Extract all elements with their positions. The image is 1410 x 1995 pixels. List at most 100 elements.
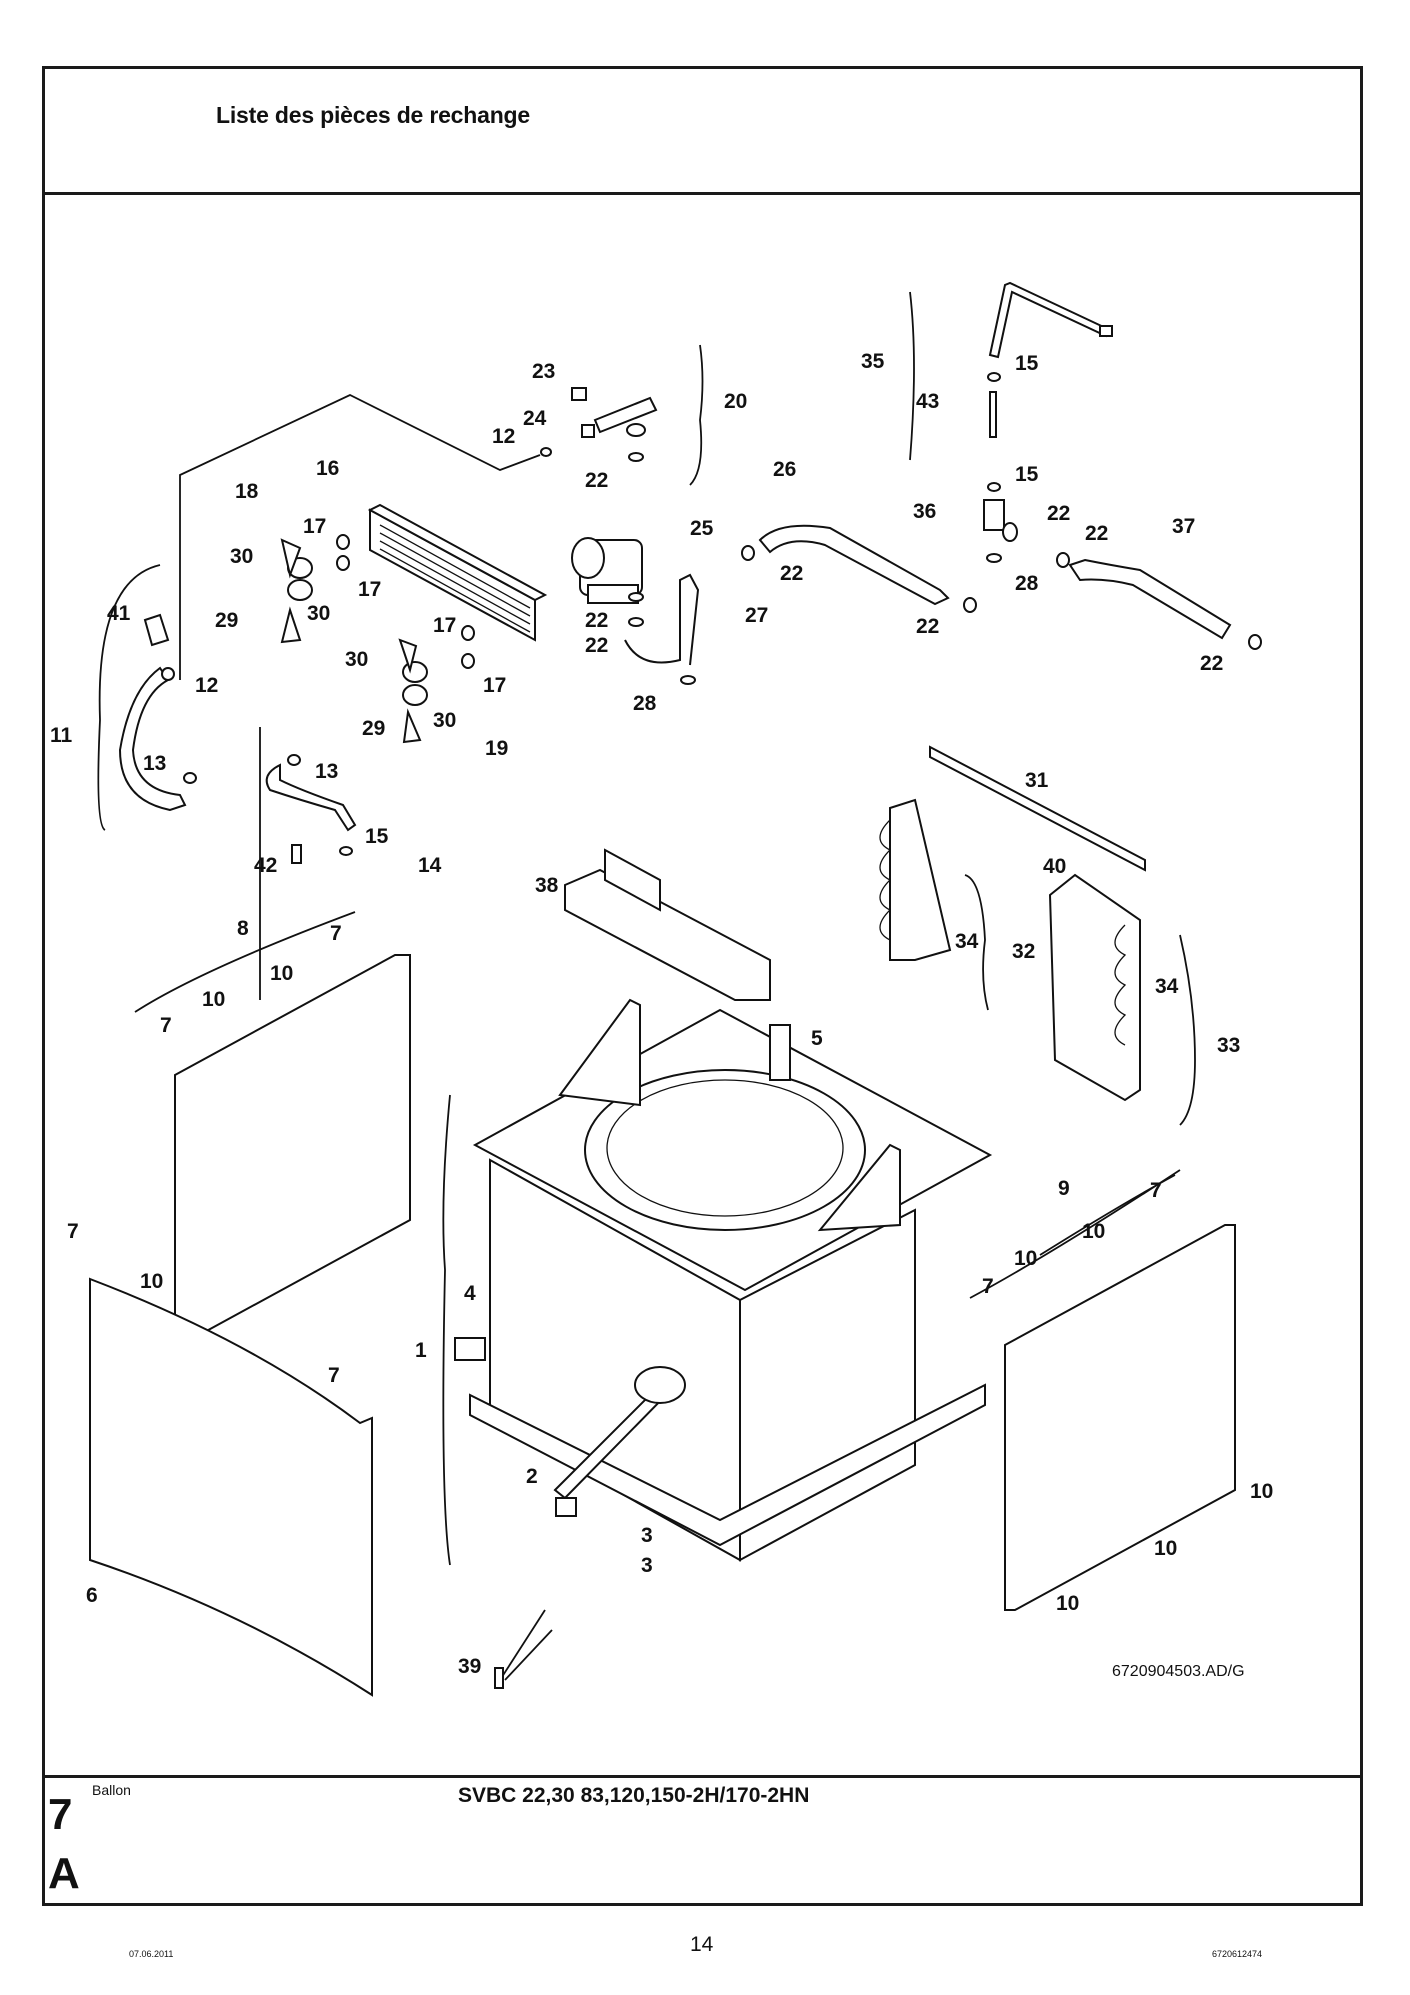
callout-label: 33 (1217, 1034, 1240, 1057)
callout-label: 7 (330, 922, 342, 945)
header-divider (42, 192, 1363, 195)
callout-label: 19 (485, 737, 508, 760)
callout-label: 3 (641, 1554, 653, 1577)
callout-label: 36 (913, 500, 936, 523)
callout-label: 15 (1015, 352, 1039, 375)
callout-label: 10 (1250, 1480, 1273, 1503)
callout-label: 14 (418, 854, 442, 877)
callout-label: 7 (328, 1364, 340, 1387)
callout-label: 22 (585, 634, 608, 657)
callout-label: 20 (724, 390, 747, 413)
section-number: 7 (48, 1790, 73, 1839)
callout-label: 22 (585, 609, 608, 632)
callout-label: 18 (235, 480, 259, 503)
callout-label: 8 (237, 917, 249, 940)
side-panel-8 (174, 954, 411, 1341)
callout-label: 22 (585, 469, 608, 492)
callout-label: 17 (433, 614, 456, 637)
sensor-39 (494, 1609, 553, 1689)
callout-label: 43 (916, 390, 939, 413)
model-designation: SVBC 22,30 83,120,150-2H/170-2HN (458, 1784, 810, 1807)
callout-label: 7 (982, 1275, 994, 1298)
callout-label: 11 (50, 724, 73, 747)
callout-label: 10 (1014, 1247, 1037, 1270)
callout-label: 31 (1025, 769, 1049, 792)
side-panel-9 (1004, 1224, 1236, 1611)
callout-label: 22 (1047, 502, 1070, 525)
plate-heat-exchanger (367, 503, 548, 642)
hose-11 (118, 613, 197, 812)
callout-label: 27 (745, 604, 768, 627)
callout-label: 22 (916, 615, 939, 638)
callout-label: 10 (1082, 1220, 1105, 1243)
section-letter: A (48, 1849, 80, 1898)
front-panel-6 (89, 1277, 373, 1697)
tank-body (454, 998, 993, 1562)
callout-label: 23 (532, 360, 555, 383)
callout-label: 3 (641, 1524, 653, 1547)
connection-clamp-lower (398, 638, 428, 744)
callout-label: 6 (86, 1584, 98, 1607)
pipe-35 (983, 281, 1113, 563)
document-number: 6720612474 (1212, 1949, 1263, 1959)
connection-clamp-upper (280, 538, 313, 644)
callout-label: 40 (1043, 855, 1066, 878)
callout-label: 30 (307, 602, 330, 625)
page-title: Liste des pièces de rechange (216, 102, 530, 128)
callout-label: 30 (433, 709, 456, 732)
callout-label: 38 (535, 874, 559, 897)
callout-label: 22 (1200, 652, 1223, 675)
callout-label: 30 (230, 545, 253, 568)
holder-33 (1048, 873, 1141, 1102)
callout-label: 22 (1085, 522, 1108, 545)
callout-label: 26 (773, 458, 796, 481)
leader-lines (97, 291, 1196, 1566)
callout-label: 10 (1154, 1537, 1177, 1560)
callout-label: 10 (140, 1270, 163, 1293)
callout-label: 42 (254, 854, 277, 877)
callout-label: 22 (780, 562, 803, 585)
callout-labels: 1 2 3 3 4 5 6 7 7 7 7 7 7 8 9 10 10 10 1… (50, 350, 1273, 1678)
callout-label: 17 (303, 515, 326, 538)
callout-label: 4 (464, 1282, 476, 1305)
callout-label: 15 (1015, 463, 1039, 486)
callout-label: 9 (1058, 1177, 1070, 1200)
page-frame (42, 66, 1363, 1906)
callout-label: 34 (955, 930, 979, 953)
hose-14 (265, 754, 357, 864)
callout-label: 17 (358, 578, 381, 601)
insulation-38 (564, 848, 771, 1001)
pump-assembly (540, 387, 700, 685)
holder-32 (879, 798, 952, 961)
callout-label: 28 (633, 692, 657, 715)
footer-divider (42, 1775, 1363, 1778)
callout-label: 7 (160, 1014, 172, 1037)
callout-label: 25 (690, 517, 714, 540)
callout-label: 10 (270, 962, 293, 985)
callout-label: 12 (195, 674, 218, 697)
callout-label: 24 (523, 407, 547, 430)
callout-label: 30 (345, 648, 368, 671)
callout-label: 41 (107, 602, 131, 625)
callout-label: 39 (458, 1655, 481, 1678)
callout-label: 32 (1012, 940, 1035, 963)
callout-label: 5 (811, 1027, 823, 1050)
callout-label: 28 (1015, 572, 1039, 595)
callout-label: 34 (1155, 975, 1179, 998)
drawing-reference: 6720904503.AD/G (1112, 1663, 1245, 1680)
callout-label: 10 (202, 988, 225, 1011)
callout-label: 17 (483, 674, 506, 697)
pipe-26 (741, 524, 977, 613)
callout-label: 2 (526, 1465, 538, 1488)
callout-label: 13 (143, 752, 166, 775)
callout-label: 13 (315, 760, 338, 783)
callout-label: 12 (492, 425, 515, 448)
callout-label: 15 (365, 825, 389, 848)
section-name: Ballon (92, 1782, 131, 1798)
callout-label: 16 (316, 457, 339, 480)
callout-label: 29 (215, 609, 238, 632)
callout-label: 37 (1172, 515, 1195, 538)
pipe-37 (1056, 552, 1262, 650)
callout-label: 7 (1150, 1179, 1162, 1202)
